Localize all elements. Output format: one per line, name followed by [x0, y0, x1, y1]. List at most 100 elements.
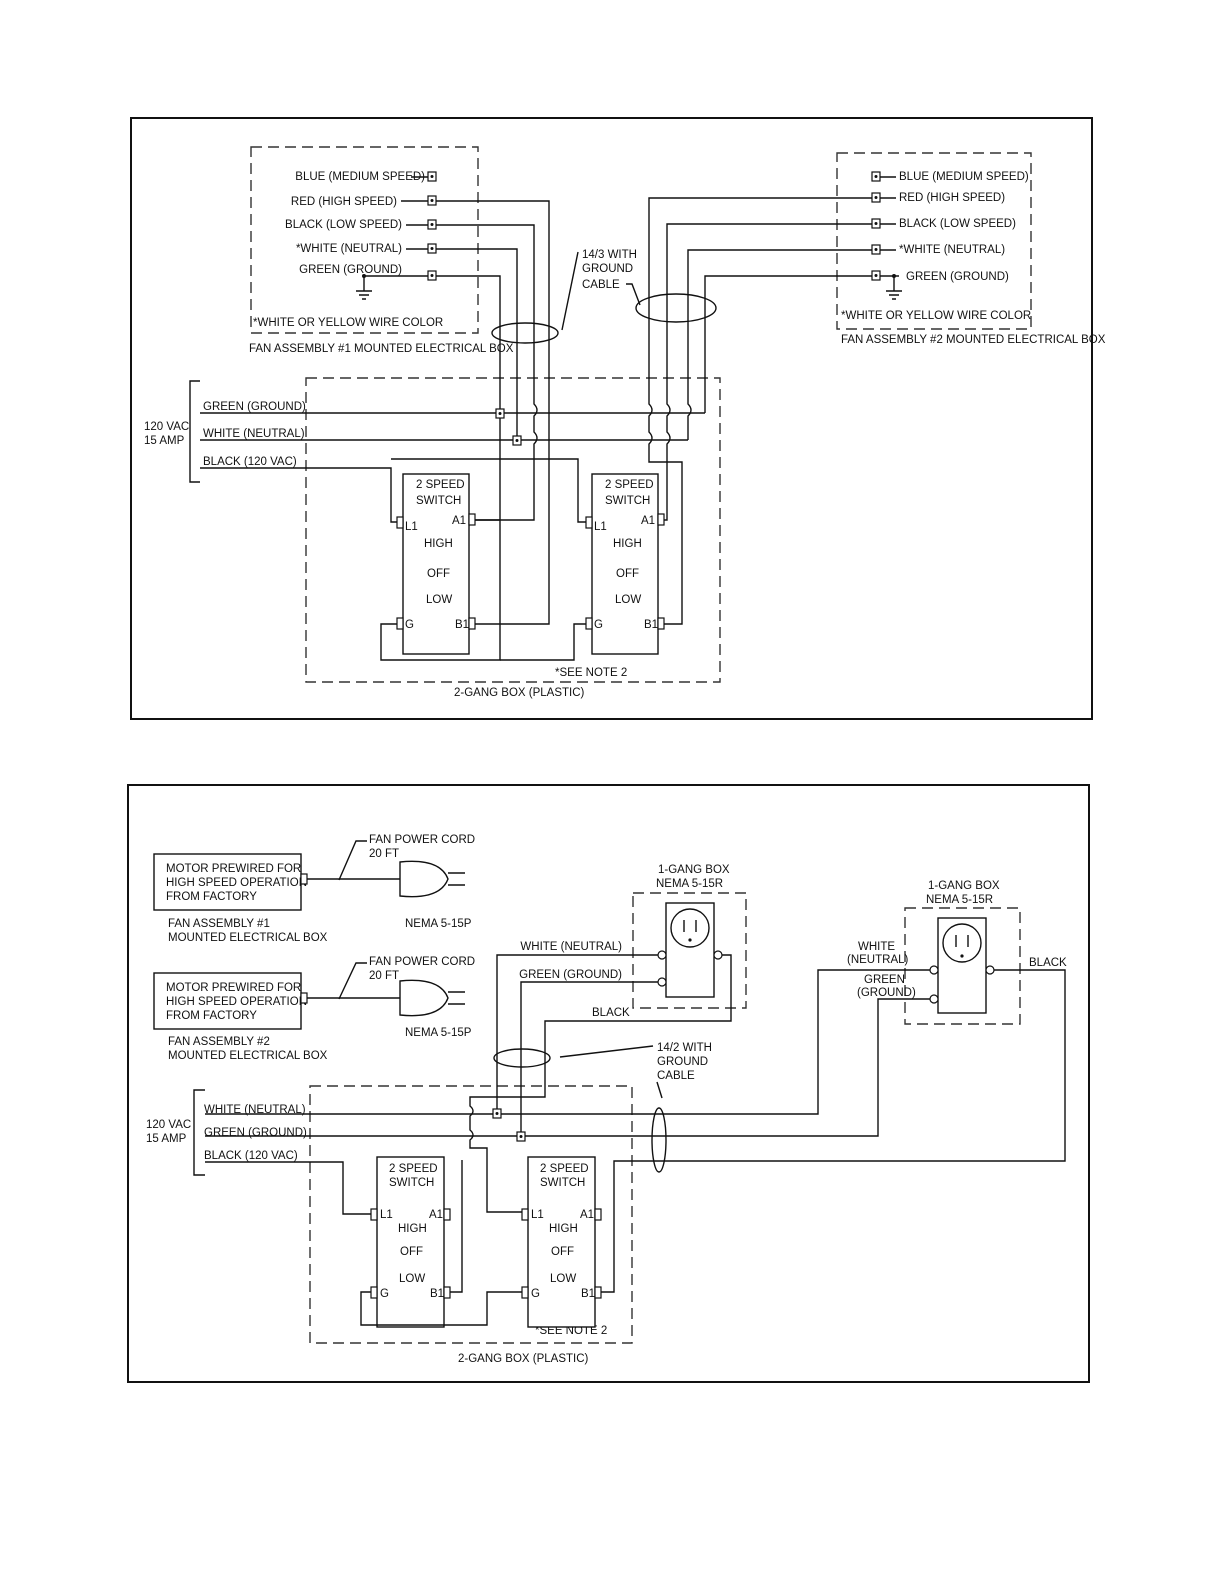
svg-text:L1: L1 [594, 521, 607, 533]
fan-1-wire-blue-label: BLUE (MEDIUM SPEED) [295, 171, 425, 183]
svg-text:A1: A1 [452, 515, 466, 527]
switch-1-b1-wire [450, 1160, 463, 1293]
fan-1-wire-white-label: *WHITE (NEUTRAL) [296, 243, 402, 255]
diagram-1-supply-black-label: BLACK (120 VAC) [203, 456, 297, 468]
fan-1-cord-label: FAN POWER CORD [369, 834, 475, 846]
fan-1-box-outline [250, 146, 479, 334]
diagram-2-receptacle-1: 1-GANG BOX NEMA 5-15R WHITE (NEUTRAL) GR… [519, 864, 747, 1019]
fan-1-black-wire [436, 224, 538, 521]
diagram-2-note: *SEE NOTE 2 [535, 1325, 607, 1337]
diagram-1-frame [130, 117, 1093, 720]
receptacle-1-white-label: WHITE (NEUTRAL) [520, 941, 622, 953]
fan-2-caption-line-2: MOUNTED ELECTRICAL BOX [168, 1050, 328, 1062]
diagram-2-switch-1: 2 SPEED SWITCH L1 A1 HIGH OFF LOW G B1 [370, 1156, 451, 1328]
fan-2-red-wire [648, 197, 872, 625]
diagram-2: MOTOR PREWIRED FOR HIGH SPEED OPERATION … [127, 784, 1090, 1383]
diagram-2-switch-1-terminal-a1 [443, 1208, 451, 1221]
diagram-1-supply-bracket [189, 380, 200, 483]
switch-2-ground-wire [500, 623, 586, 661]
receptacle-2-neutral-terminal [929, 965, 939, 975]
diagram-1-note: *SEE NOTE 2 [555, 667, 627, 679]
svg-text:OFF: OFF [551, 1246, 574, 1258]
diagram-1-cable-2-leader [626, 283, 641, 306]
receptacle-2-white-label-1: WHITE [858, 941, 895, 953]
switch-1-terminal-b1 [468, 617, 476, 630]
fan-1-plug-prongs [448, 872, 465, 886]
svg-text:G: G [594, 619, 603, 631]
svg-text:2 SPEED: 2 SPEED [389, 1163, 438, 1175]
svg-text:2 SPEED: 2 SPEED [605, 479, 654, 491]
fan-2-leader-lines [880, 176, 899, 277]
fan-2-plug-icon [399, 979, 449, 1017]
svg-text:A1: A1 [429, 1209, 443, 1221]
receptacle-1-green-wire [520, 981, 658, 1134]
diagram-2-switch-1-terminal-g [370, 1286, 378, 1299]
diagram-1: BLUE (MEDIUM SPEED) RED (HIGH SPEED) BLA… [130, 117, 1106, 720]
diagram-1-supply-green-label: GREEN (GROUND) [203, 401, 306, 413]
receptacle-2-outlet-icon [942, 923, 982, 963]
fan-1-wire-green-label: GREEN (GROUND) [299, 264, 402, 276]
switch-1-position-low: LOW [426, 594, 452, 606]
svg-text:FROM FACTORY: FROM FACTORY [166, 891, 257, 903]
diagram-2-switch-1-body [376, 1156, 445, 1328]
receptacle-2-white-wire [205, 969, 930, 1115]
fan-1-electrical-box: BLUE (MEDIUM SPEED) RED (HIGH SPEED) BLA… [249, 146, 514, 355]
receptacle-1-black-wire [469, 954, 732, 1213]
diagram-1-gang-box [305, 377, 721, 683]
svg-text:G: G [380, 1288, 389, 1300]
svg-text:MOTOR PREWIRED FOR: MOTOR PREWIRED FOR [166, 863, 301, 875]
receptacle-2-green-label-1: GREEN [864, 974, 905, 986]
fan-2-wire-red-label: RED (HIGH SPEED) [899, 192, 1005, 204]
fan-2-wire-color-note: *WHITE OR YELLOW WIRE COLOR [841, 310, 1031, 322]
diagram-2-wiring [205, 954, 1066, 1326]
fan-2-plug-label: NEMA 5-15P [405, 1027, 472, 1039]
receptacle-1-green-label: GREEN (GROUND) [519, 969, 622, 981]
diagram-2-supply-green-label: GREEN (GROUND) [204, 1127, 307, 1139]
switch-2-body [591, 473, 659, 655]
svg-text:A1: A1 [641, 515, 655, 527]
receptacle-1-title-line-1: 1-GANG BOX [658, 864, 730, 876]
switch-2-position-off: OFF [616, 568, 639, 580]
diagram-1-cable-label: 14/3 WITH GROUND CABLE [582, 249, 637, 291]
supply-black-wire-2 [205, 1161, 371, 1215]
fan-2-black-wire [664, 223, 872, 521]
receptacle-2-black-label: BLACK [1029, 957, 1067, 969]
svg-text:HIGH SPEED OPERATION: HIGH SPEED OPERATION [166, 996, 307, 1008]
svg-text:B1: B1 [644, 619, 658, 631]
svg-text:G: G [531, 1288, 540, 1300]
fan-1-cord-length: 20 FT [369, 848, 399, 860]
switch-2-terminal-a1 [657, 513, 665, 526]
fan-1-terminal-blocks [427, 171, 437, 281]
receptacle-2-white-label-2: (NEUTRAL) [847, 954, 909, 966]
fan-2-plug-prongs [448, 991, 465, 1005]
diagram-2-cable-2-bundle [651, 1107, 667, 1173]
switch-2-terminal-l1 [585, 516, 593, 529]
receptacle-2-black-wire [601, 969, 1066, 1293]
svg-text:14/2 WITH: 14/2 WITH [657, 1042, 712, 1054]
svg-text:LOW: LOW [550, 1273, 576, 1285]
diagram-1-cable-1-leader [561, 251, 579, 331]
fan-2-ground-symbol [886, 276, 902, 300]
switch-2-position-high: HIGH [613, 538, 642, 550]
fan-2-white-wire [687, 249, 872, 440]
receptacle-1-white-wire [496, 954, 658, 1111]
switch-1-terminal-a1 [468, 513, 476, 526]
diagram-2-fan-1: MOTOR PREWIRED FOR HIGH SPEED OPERATION … [153, 834, 475, 944]
diagram-1-switch-2: 2 SPEED SWITCH L1 A1 HIGH OFF LOW G B1 [585, 473, 665, 655]
receptacle-1-hot-terminal [713, 950, 723, 960]
switch-2-position-low: LOW [615, 594, 641, 606]
fan-2-wire-white-label: *WHITE (NEUTRAL) [899, 244, 1005, 256]
diagram-2-switch-2-body [527, 1156, 596, 1328]
fan-1-box-caption: FAN ASSEMBLY #1 MOUNTED ELECTRICAL BOX [249, 343, 514, 355]
receptacle-1-slots [683, 920, 697, 932]
diagram-2-switch-2-terminal-g [521, 1286, 529, 1299]
fan-2-box-caption: FAN ASSEMBLY #2 MOUNTED ELECTRICAL BOX [841, 334, 1106, 346]
fan-2-terminal-blocks [871, 171, 881, 281]
diagram-2-gang-box [309, 1085, 633, 1344]
fan-1-wire-color-note: *WHITE OR YELLOW WIRE COLOR [253, 317, 443, 329]
svg-text:SWITCH: SWITCH [605, 495, 650, 507]
receptacle-2-ground-terminal [929, 994, 939, 1004]
fan-1-caption-line-2: MOUNTED ELECTRICAL BOX [168, 932, 328, 944]
switch-1-body [402, 473, 470, 655]
diagram-2-switch-1-terminal-b1 [443, 1286, 451, 1299]
